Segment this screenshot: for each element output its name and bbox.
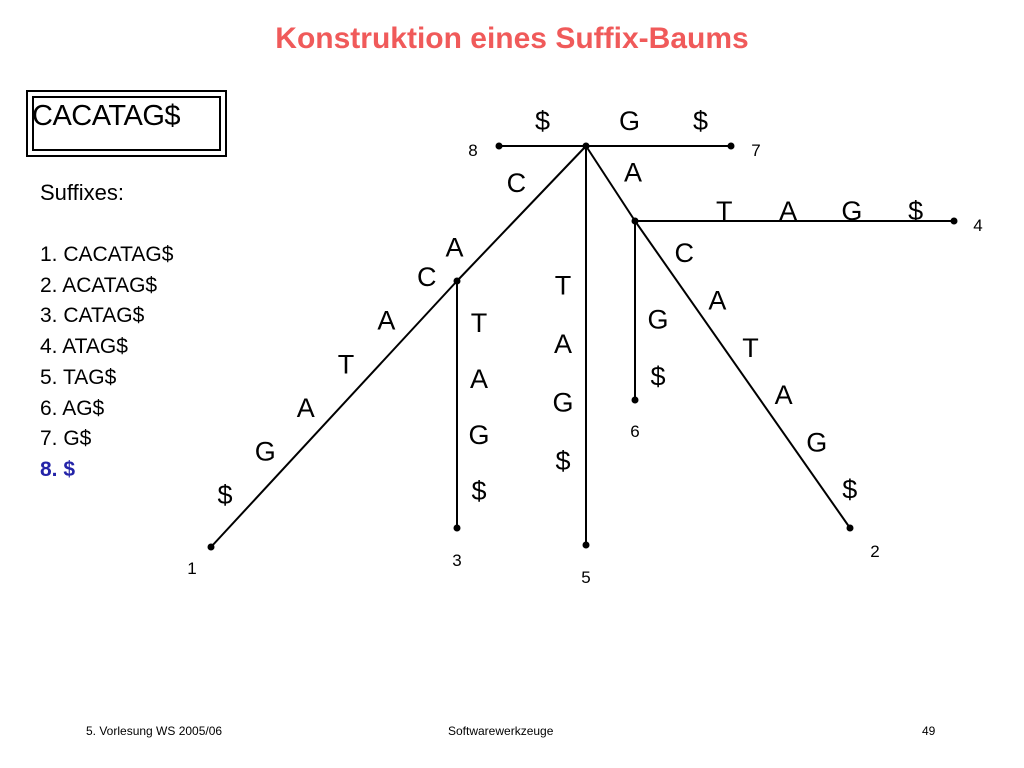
footer-course: Softwarewerkzeuge [448, 724, 554, 738]
tree-edge [456, 145, 587, 282]
edge-label-char: T [471, 308, 488, 338]
edge-label-char: $ [693, 106, 708, 136]
leaf-number: 8 [468, 141, 477, 160]
tree-edge [585, 145, 636, 222]
leaf-node [582, 541, 590, 549]
edge-label-char: G [619, 106, 640, 136]
tree-edge [210, 280, 458, 548]
leaf-node [495, 142, 503, 150]
tree-edge [634, 220, 851, 529]
edge-label-char: $ [555, 446, 570, 476]
leaf-node [207, 543, 215, 551]
input-word: CACATAG$ [32, 100, 181, 132]
edge-label-char: G [841, 196, 862, 226]
suffix-item: 2. ACATAG$ [40, 273, 158, 297]
leaf-number: 1 [187, 559, 196, 578]
leaf-number: 3 [452, 551, 461, 570]
edge-label-char: T [338, 349, 355, 379]
edge-label-char: T [716, 196, 733, 226]
edge-label-char: A [297, 393, 315, 423]
suffix-item: 1. CACATAG$ [40, 243, 174, 266]
leaf-node [631, 396, 639, 404]
leaf-node [846, 524, 854, 532]
edge-label-char: A [377, 306, 395, 336]
leaf-node [950, 217, 958, 225]
suffix-list: 1. CACATAG$ 2. ACATAG$ 3. CATAG$ 4. ATAG$ 5.… [40, 240, 173, 486]
edge-label-char: $ [217, 480, 232, 510]
edge-label-char: $ [471, 476, 486, 506]
edge-label-char: T [742, 333, 759, 363]
leaf-number: 2 [870, 542, 879, 561]
internal-node [631, 217, 639, 225]
edge-label-char: T [555, 271, 572, 301]
edge-label-char: C [674, 238, 694, 268]
leaf-number: 4 [973, 216, 982, 235]
edge-label-char: A [775, 380, 793, 410]
edge-label-char: A [779, 196, 797, 226]
suffix-heading: Suffixes: [40, 180, 124, 205]
leaf-node [727, 142, 735, 150]
internal-node [582, 142, 590, 150]
word-box: CACATAG$ [26, 90, 227, 157]
suffix-item: 7. G$ [40, 427, 92, 451]
word-box-inner-border [32, 96, 221, 151]
footer-lecture: 5. Vorlesung WS 2005/06 [86, 724, 223, 738]
edge-label-char: C [417, 262, 437, 292]
edge-label-char: G [468, 420, 489, 450]
suffix-item: 3. CATAG$ [40, 304, 145, 328]
edge-label-char: A [554, 329, 572, 359]
footer-page-number: 49 [922, 724, 936, 738]
suffix-item: 5. TAG$ [40, 365, 117, 389]
leaf-number: 5 [581, 568, 590, 587]
edge-label-char: A [624, 157, 642, 187]
edge-label-char: $ [908, 196, 923, 226]
edge-label-char: G [255, 437, 276, 467]
leaf-node [453, 524, 461, 532]
suffix-item: 6. AG$ [40, 396, 105, 420]
leaf-number: 7 [751, 141, 760, 160]
slide-title: Konstruktion eines Suffix-Baums [275, 22, 749, 55]
internal-node [453, 277, 461, 285]
edge-label-char: G [552, 388, 573, 418]
edge-label-char: A [708, 286, 726, 316]
suffix-item: 4. ATAG$ [40, 335, 128, 359]
edge-label-char: G [647, 304, 668, 334]
suffix-item: 8. $ [40, 457, 76, 481]
edge-label-char: G [806, 427, 827, 457]
edge-label-char: A [445, 233, 463, 263]
edge-label-char: $ [650, 362, 665, 392]
leaf-number: 6 [630, 422, 639, 441]
edge-label-char: C [507, 168, 527, 198]
edge-label-char: $ [535, 106, 550, 136]
edge-label-char: $ [842, 475, 857, 505]
edge-label-char: A [470, 364, 488, 394]
